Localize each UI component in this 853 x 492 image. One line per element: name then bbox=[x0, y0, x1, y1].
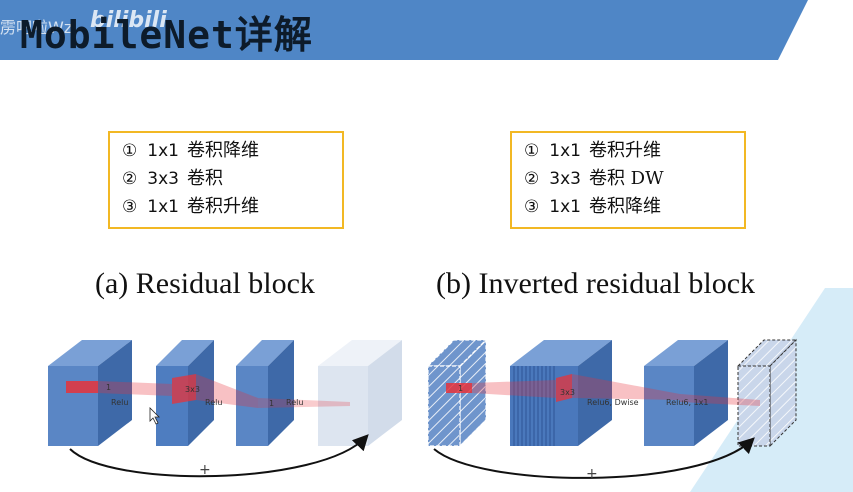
residual-relu-2-label: Relu bbox=[205, 398, 222, 407]
residual-plus-symbol: + bbox=[199, 462, 211, 478]
inverted-block-1 bbox=[426, 338, 488, 448]
inverted-kernel-1 bbox=[446, 383, 472, 393]
inverted-skip-connection bbox=[433, 437, 755, 479]
inverted-block-3 bbox=[644, 340, 728, 446]
inverted-block-2 bbox=[510, 340, 612, 446]
inverted-plus-symbol: + bbox=[586, 466, 598, 482]
inverted-relu-1-label: Relu6, Dwise bbox=[587, 398, 639, 407]
inverted-projection-1 bbox=[472, 380, 556, 398]
bilibili-logo: bilibili bbox=[90, 8, 167, 33]
inverted-kernel-1-label: 1 bbox=[458, 384, 463, 393]
inverted-projection-2 bbox=[572, 374, 680, 400]
title-banner bbox=[0, 0, 808, 60]
residual-block-3 bbox=[236, 340, 294, 446]
inverted-kernel-2 bbox=[556, 374, 572, 402]
residual-relu-3-label: Relu bbox=[286, 398, 303, 407]
residual-kernel-1 bbox=[66, 381, 98, 393]
residual-projection-2 bbox=[196, 374, 258, 408]
residual-projection-1 bbox=[98, 381, 172, 396]
residual-skip-connection bbox=[69, 434, 369, 478]
inverted-projection-3 bbox=[680, 394, 760, 406]
residual-block-1 bbox=[48, 340, 132, 446]
inverted-block-4 bbox=[736, 338, 798, 448]
residual-kernel-1-label: 1 bbox=[106, 383, 111, 392]
residual-relu-1-label: Relu bbox=[111, 398, 128, 407]
residual-kernel-3-label: 1 bbox=[269, 399, 274, 408]
watermark-text: 雳吧啦Wz bbox=[0, 18, 73, 37]
residual-projection-3 bbox=[258, 398, 350, 408]
inverted-caption: (b) Inverted residual block bbox=[436, 267, 756, 300]
residual-kernel-2-label: 3x3 bbox=[185, 385, 200, 394]
residual-block-4 bbox=[318, 340, 402, 446]
inverted-relu-2-label: Relu6, 1x1 bbox=[666, 398, 709, 407]
residual-kernel-2 bbox=[172, 374, 196, 404]
residual-caption: (a) Residual block bbox=[95, 267, 315, 300]
inverted-kernel-2-label: 3x3 bbox=[560, 388, 575, 397]
slide-title: MobileNet详解 bbox=[20, 13, 313, 57]
cursor-icon bbox=[149, 407, 160, 425]
